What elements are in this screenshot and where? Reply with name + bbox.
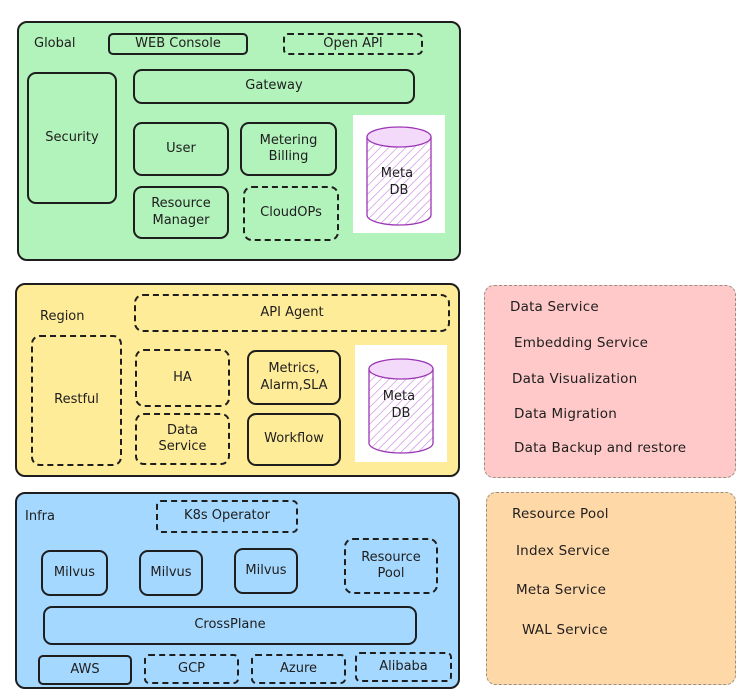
restful-box: Restful [31, 335, 122, 466]
api-agent-box: API Agent [134, 294, 450, 332]
data-service-item-3: Data Visualization [512, 371, 638, 387]
infra-label: Infra [25, 509, 55, 524]
global-meta-db: Meta DB [353, 115, 445, 233]
resource-manager-box: Resource Manager [133, 186, 229, 239]
data-service-item-5: Data Backup and restore [514, 440, 687, 456]
milvus-box-3: Milvus [234, 548, 298, 594]
workflow-box: Workflow [247, 413, 341, 466]
data-service-item-1: Data Service [510, 299, 599, 315]
resource-pool-box: Resource Pool [344, 538, 438, 594]
open-api-box: Open API [283, 33, 423, 55]
meta-db-label: Meta DB [383, 389, 419, 421]
milvus-box-2: Milvus [139, 550, 203, 596]
crossplane-box: CrossPlane [43, 606, 417, 645]
meta-db-label-line1: Meta [383, 389, 415, 404]
cloud-aws-box: AWS [38, 655, 132, 685]
data-service-panel [484, 285, 736, 478]
data-service-item-2: Embedding Service [514, 335, 649, 351]
resource-pool-panel [486, 492, 736, 685]
web-console-box: WEB Console [108, 33, 248, 55]
data-service-item-4: Data Migration [514, 406, 617, 422]
k8s-operator-box: K8s Operator [156, 500, 298, 533]
security-box: Security [27, 72, 117, 204]
user-box: User [133, 122, 229, 176]
meta-db-label: Meta DB [381, 166, 417, 198]
region-meta-db: Meta DB [355, 345, 447, 462]
resource-pool-item-3: Meta Service [516, 582, 607, 598]
database-cylinder-icon: Meta DB [366, 126, 432, 226]
database-cylinder-icon: Meta DB [368, 358, 434, 454]
milvus-box-1: Milvus [41, 550, 108, 596]
metering-billing-box: Metering Billing [240, 122, 337, 176]
resource-pool-item-2: Index Service [516, 543, 610, 559]
meta-db-label-line2: DB [390, 183, 409, 198]
cloudops-box: CloudOPs [243, 186, 339, 241]
meta-db-label-line1: Meta [381, 166, 413, 181]
metrics-alarm-sla-box: Metrics, Alarm,SLA [247, 350, 341, 405]
ha-box: HA [135, 349, 230, 407]
cloud-alibaba-box: Alibaba [355, 652, 452, 682]
resource-pool-item-4: WAL Service [522, 622, 608, 638]
meta-db-label-line2: DB [392, 406, 411, 421]
cloud-azure-box: Azure [251, 654, 346, 684]
region-label: Region [40, 309, 85, 324]
data-service-box: Data Service [135, 413, 230, 465]
cloud-gcp-box: GCP [144, 654, 239, 684]
global-label: Global [34, 36, 76, 51]
resource-pool-item-1: Resource Pool [512, 506, 609, 522]
gateway-box: Gateway [133, 69, 415, 104]
